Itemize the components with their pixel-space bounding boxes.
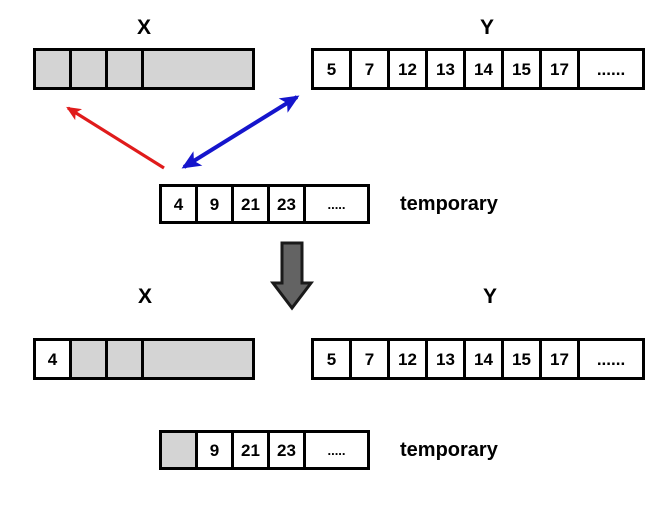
compare-temp-y-arrow	[181, 95, 300, 169]
cell-temporary-bottom-3: 23	[270, 433, 306, 467]
cell-y-top-0: 5	[314, 51, 352, 87]
array-x-bottom: 4	[33, 338, 255, 380]
temporary-bottom-label: temporary	[400, 439, 498, 461]
cell-y-bottom-6: 17	[542, 341, 580, 377]
cell-y-bottom-0: 5	[314, 341, 352, 377]
cell-y-top-7: ......	[580, 51, 642, 87]
y-top-label: Y	[479, 16, 494, 39]
cell-y-bottom-1: 7	[352, 341, 390, 377]
temporary-top-label: temporary	[400, 193, 498, 215]
cell-temporary-top-4: .....	[306, 187, 367, 221]
cell-y-top-1: 7	[352, 51, 390, 87]
cell-y-bottom-4: 14	[466, 341, 504, 377]
cell-x-bottom-3	[144, 341, 252, 377]
array-x-top	[33, 48, 255, 90]
cell-y-top-4: 14	[466, 51, 504, 87]
cell-x-top-3	[144, 51, 252, 87]
cell-x-top-0	[36, 51, 72, 87]
cell-y-top-6: 17	[542, 51, 580, 87]
cell-x-top-1	[72, 51, 108, 87]
cell-temporary-bottom-4: .....	[306, 433, 367, 467]
cell-y-top-2: 12	[390, 51, 428, 87]
cell-temporary-bottom-1: 9	[198, 433, 234, 467]
y-bottom-label: Y	[482, 285, 497, 308]
cell-temporary-top-1: 9	[198, 187, 234, 221]
cell-y-top-5: 15	[504, 51, 542, 87]
cell-temporary-top-0: 4	[162, 187, 198, 221]
copy-to-x-arrow	[66, 106, 165, 170]
cell-x-bottom-0: 4	[36, 341, 72, 377]
cell-x-bottom-2	[108, 341, 144, 377]
x-bottom-label: X	[137, 285, 152, 308]
cell-x-top-2	[108, 51, 144, 87]
cell-temporary-bottom-0	[162, 433, 198, 467]
cell-temporary-top-3: 23	[270, 187, 306, 221]
cell-y-bottom-5: 15	[504, 341, 542, 377]
step-down-arrow	[269, 241, 315, 311]
cell-temporary-top-2: 21	[234, 187, 270, 221]
cell-y-bottom-3: 13	[428, 341, 466, 377]
x-top-label: X	[136, 16, 151, 39]
cell-temporary-bottom-2: 21	[234, 433, 270, 467]
cell-y-bottom-7: ......	[580, 341, 642, 377]
cell-x-bottom-1	[72, 341, 108, 377]
cell-y-bottom-2: 12	[390, 341, 428, 377]
cell-y-top-3: 13	[428, 51, 466, 87]
